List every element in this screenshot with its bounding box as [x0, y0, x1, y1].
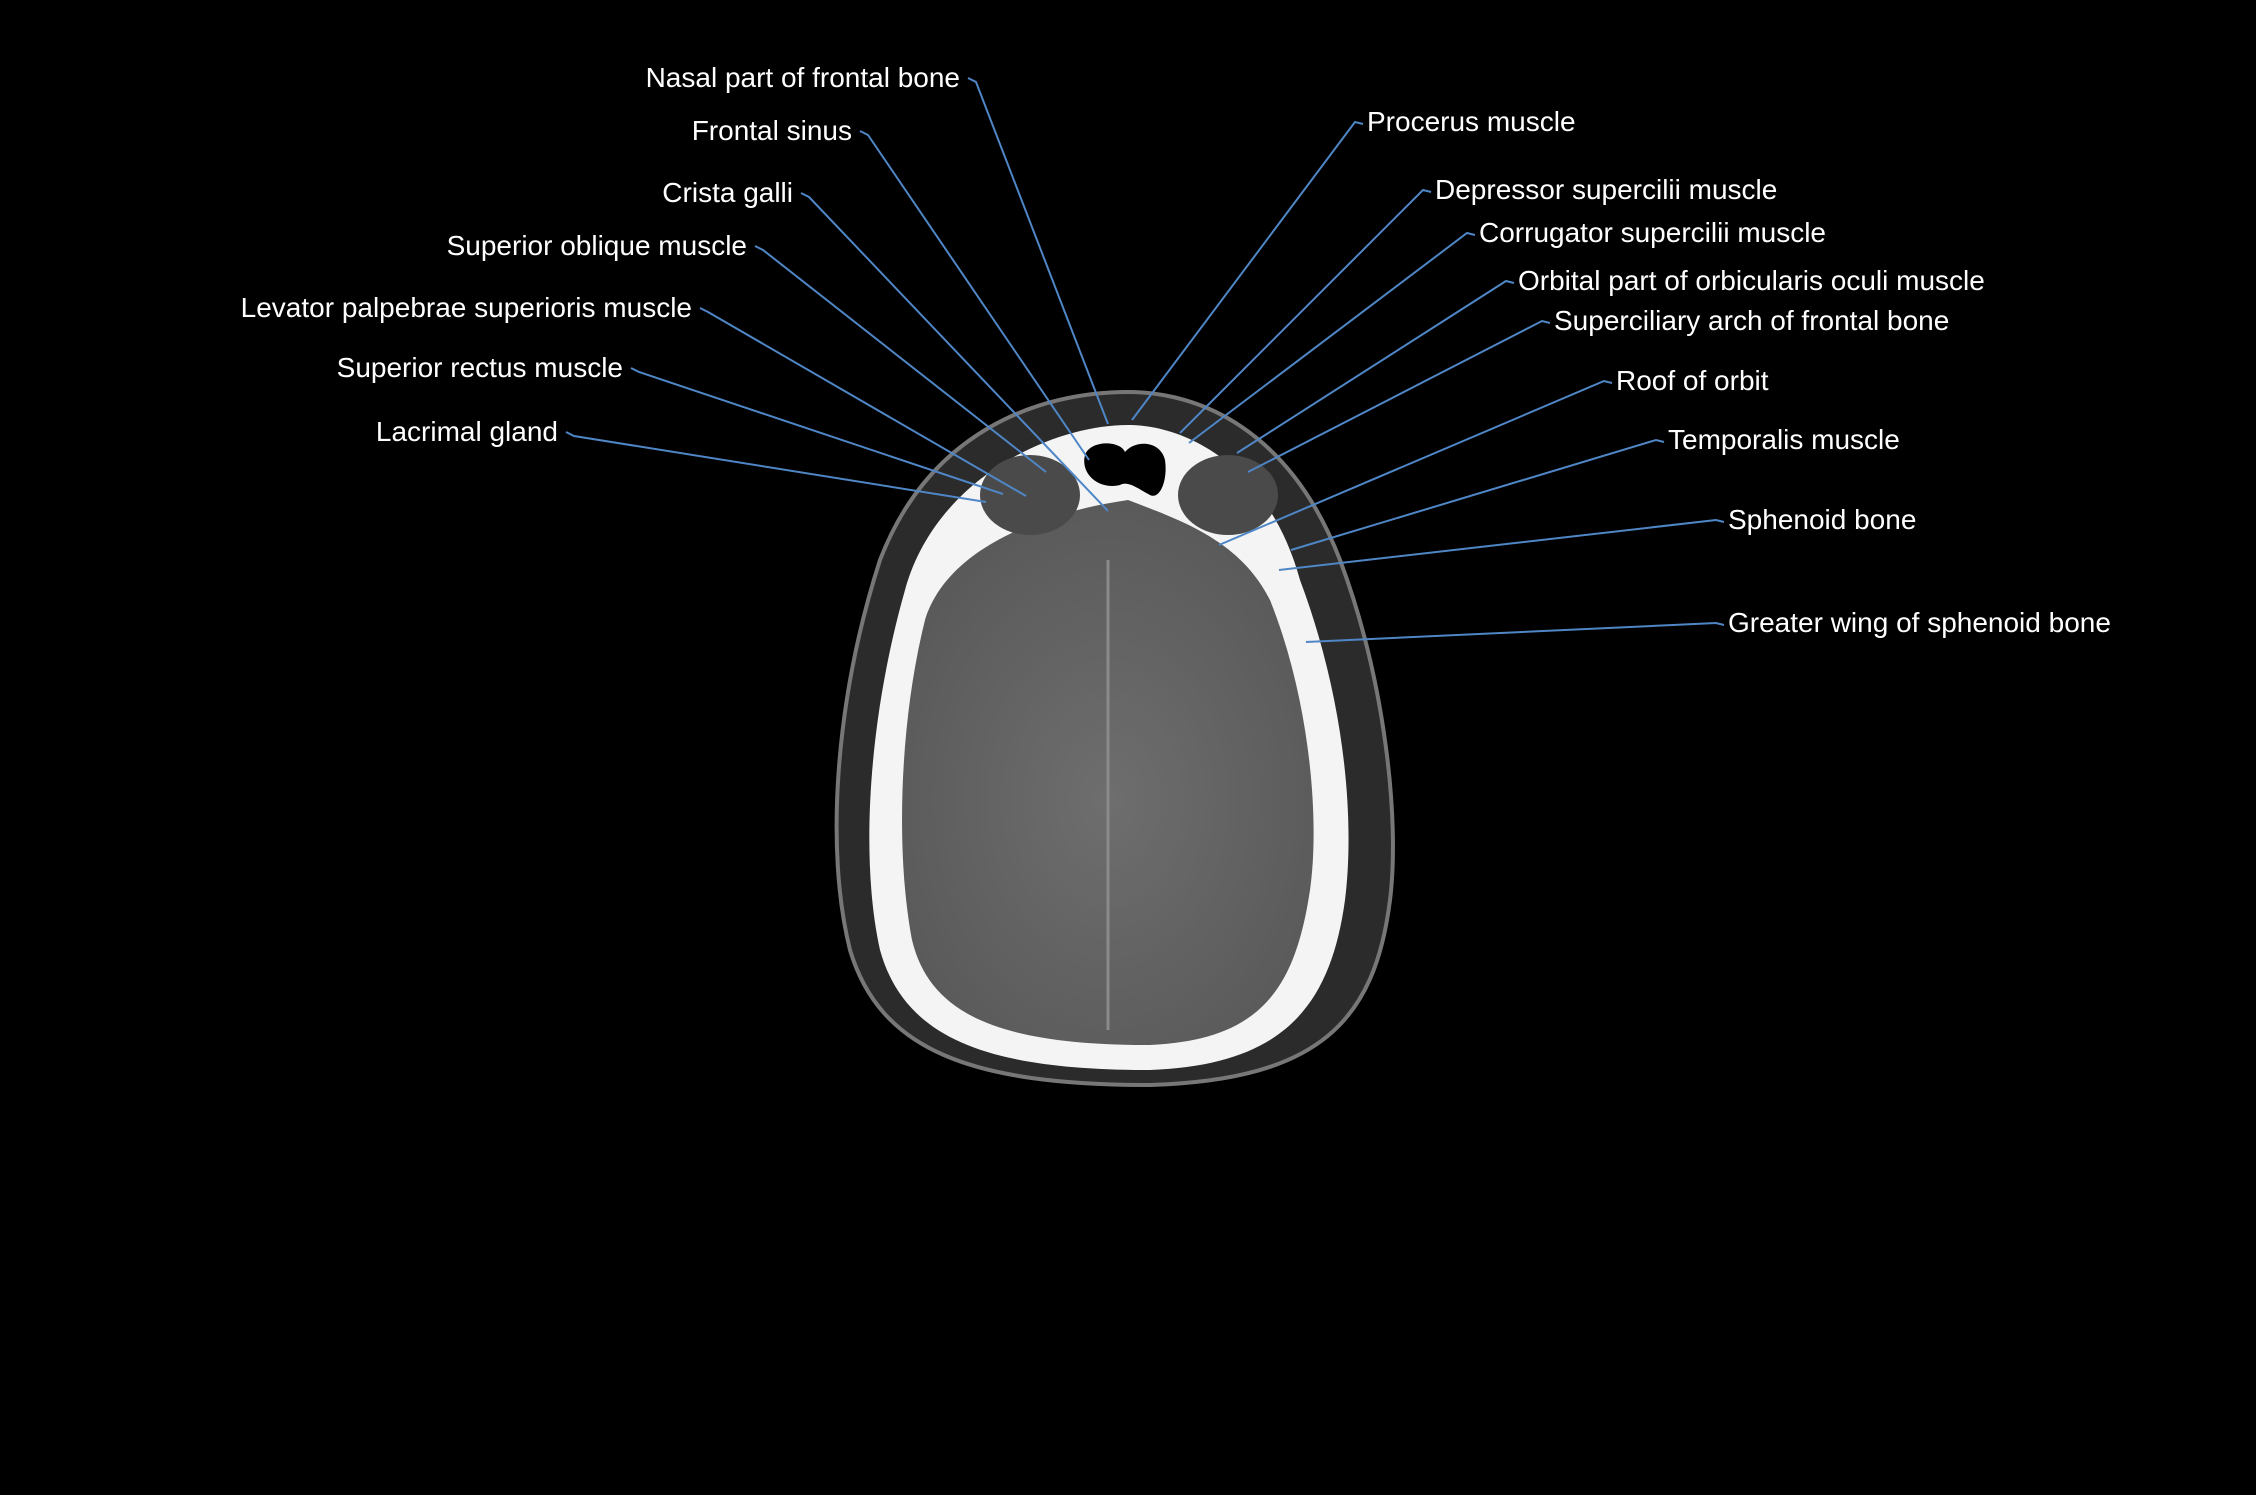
label-crista-galli: Crista galli	[662, 177, 793, 208]
label-nasal-part-of-frontal-bone: Nasal part of frontal bone	[645, 62, 960, 93]
label-orbital-part-of-orbicularis-oculi-muscle: Orbital part of orbicularis oculi muscle	[1518, 265, 1985, 296]
leader-line	[1247, 319, 1551, 473]
label-superior-rectus-muscle: Superior rectus muscle	[336, 352, 623, 383]
label-sphenoid-bone: Sphenoid bone	[1728, 504, 1917, 535]
leader-line	[1188, 231, 1476, 444]
leader-line	[565, 431, 987, 503]
label-superciliary-arch-of-frontal-bone: Superciliary arch of frontal bone	[1554, 305, 1950, 336]
leader-line	[1290, 438, 1665, 551]
frontal-sinus-air	[1084, 443, 1166, 496]
label-greater-wing-of-sphenoid-bone: Greater wing of sphenoid bone	[1728, 607, 2111, 638]
leader-line	[1179, 188, 1432, 434]
leader-line	[699, 307, 1027, 497]
label-frontal-sinus: Frontal sinus	[691, 115, 852, 146]
leader-line	[1131, 120, 1364, 421]
leader-line	[1218, 379, 1613, 546]
label-levator-palpebrae-superioris-muscle: Levator palpebrae superioris muscle	[240, 292, 692, 323]
label-temporalis-muscle: Temporalis muscle	[1668, 424, 1900, 455]
label-roof-of-orbit: Roof of orbit	[1616, 365, 1769, 396]
label-superior-oblique-muscle: Superior oblique muscle	[446, 230, 747, 261]
leader-line	[800, 192, 1109, 512]
leader-line	[1278, 518, 1725, 571]
leader-line	[859, 130, 1090, 461]
leader-lines	[565, 77, 1725, 643]
label-procerus-muscle: Procerus muscle	[1367, 106, 1576, 137]
left-orbit	[980, 455, 1080, 535]
leader-line	[1236, 279, 1515, 454]
leader-line	[1305, 621, 1725, 643]
leader-line	[754, 245, 1047, 473]
leader-line	[967, 77, 1109, 425]
label-depressor-supercilii-muscle: Depressor supercilii muscle	[1435, 174, 1778, 205]
label-corrugator-supercilii-muscle: Corrugator supercilii muscle	[1479, 217, 1827, 248]
leader-line	[630, 367, 1004, 495]
right-orbit	[1178, 455, 1278, 535]
label-lacrimal-gland: Lacrimal gland	[375, 416, 558, 447]
